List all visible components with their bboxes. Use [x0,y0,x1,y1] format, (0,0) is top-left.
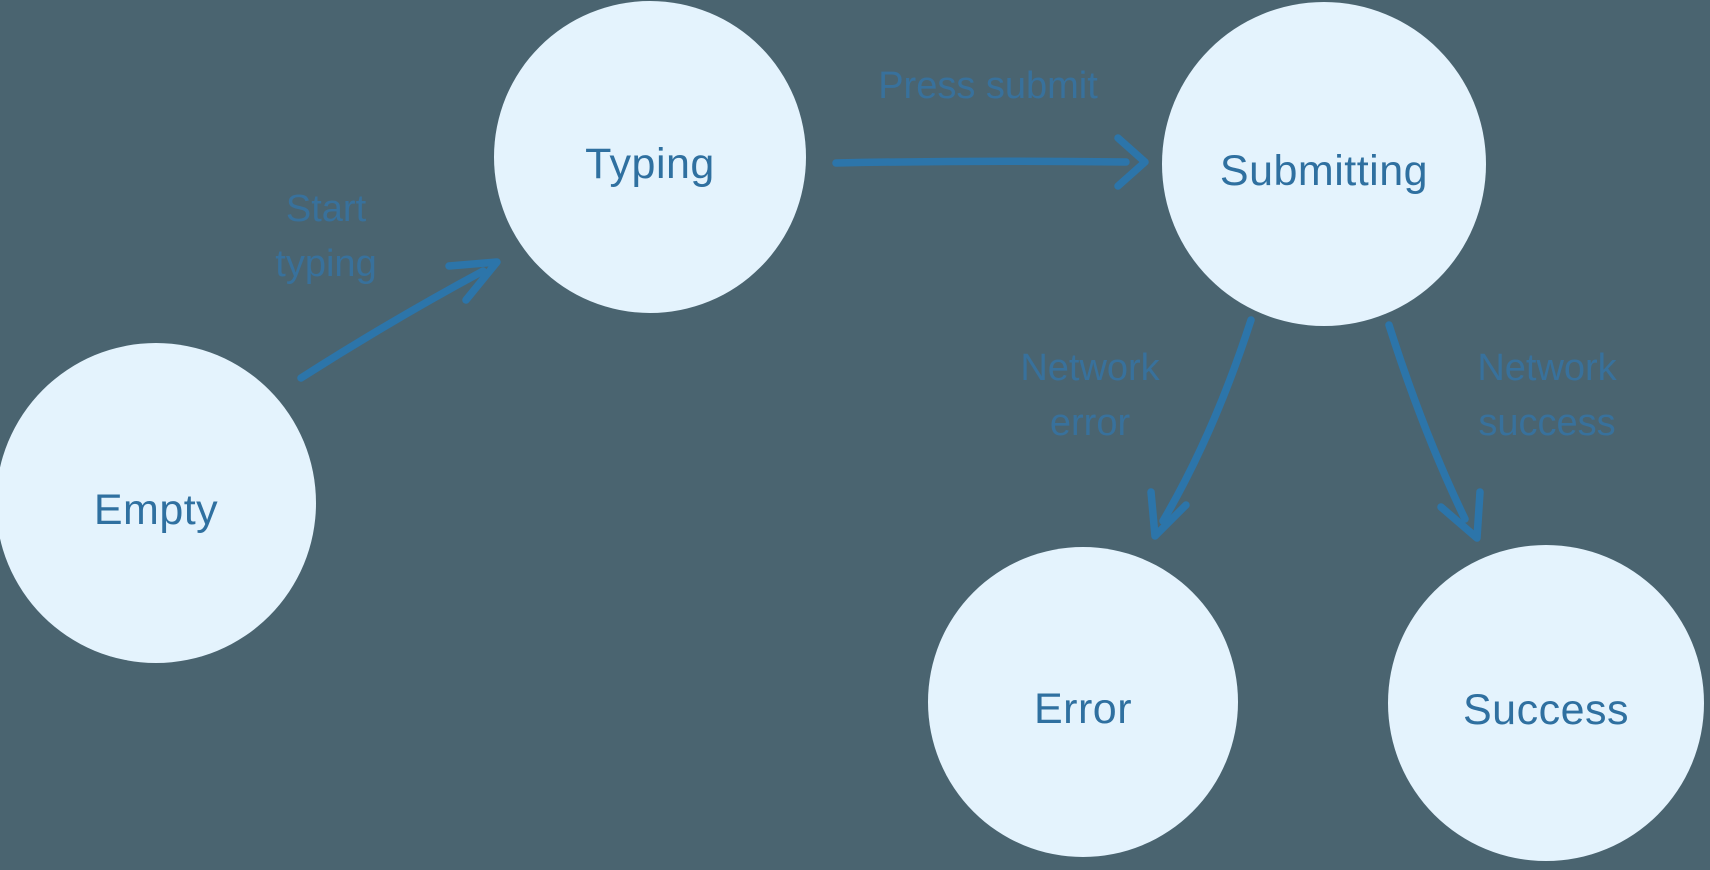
state-node-label: Typing [585,139,715,188]
edge-label-line: success [1478,402,1616,444]
state-node-empty[interactable]: Empty [0,343,316,663]
state-node-typing[interactable]: Typing [494,1,806,313]
arrowhead-icon [445,258,501,304]
state-node-success[interactable]: Success [1388,545,1704,861]
edge-label-network-error[interactable]: Network error [970,341,1210,451]
edge-label-line: Press submit [878,65,1098,107]
state-node-label: Success [1462,685,1629,734]
edge-label-line: typing [275,243,377,285]
arrow-submitting-to-success[interactable] [1385,321,1484,542]
arrow-submitting-to-error[interactable] [1147,316,1255,540]
arrowhead-icon [1114,134,1149,190]
arrow-shaft [1159,316,1255,525]
edge-label-network-success[interactable]: Network success [1427,341,1667,451]
arrow-typing-to-submitting[interactable] [832,134,1149,190]
edge-label-start-typing[interactable]: Start typing [206,182,446,292]
state-node-label: Submitting [1219,146,1429,195]
state-node-submitting[interactable]: Submitting [1162,2,1486,326]
state-node-label: Empty [93,485,219,534]
state-node-label: Error [1033,684,1133,733]
arrow-empty-to-typing[interactable] [297,258,501,382]
edge-label-line: error [1049,402,1131,444]
edge-label-line: Network [1477,347,1617,389]
arrow-shaft [832,157,1130,167]
state-node-error[interactable]: Error [928,547,1238,857]
edge-label-press-submit[interactable]: Press submit [828,59,1148,114]
edge-label-line: Start [285,188,367,230]
arrowhead-icon [1437,488,1484,542]
edge-label-line: Network [1020,347,1160,389]
arrow-shaft [1385,321,1469,523]
arrow-shaft [297,267,487,382]
arrowhead-icon [1147,488,1190,540]
